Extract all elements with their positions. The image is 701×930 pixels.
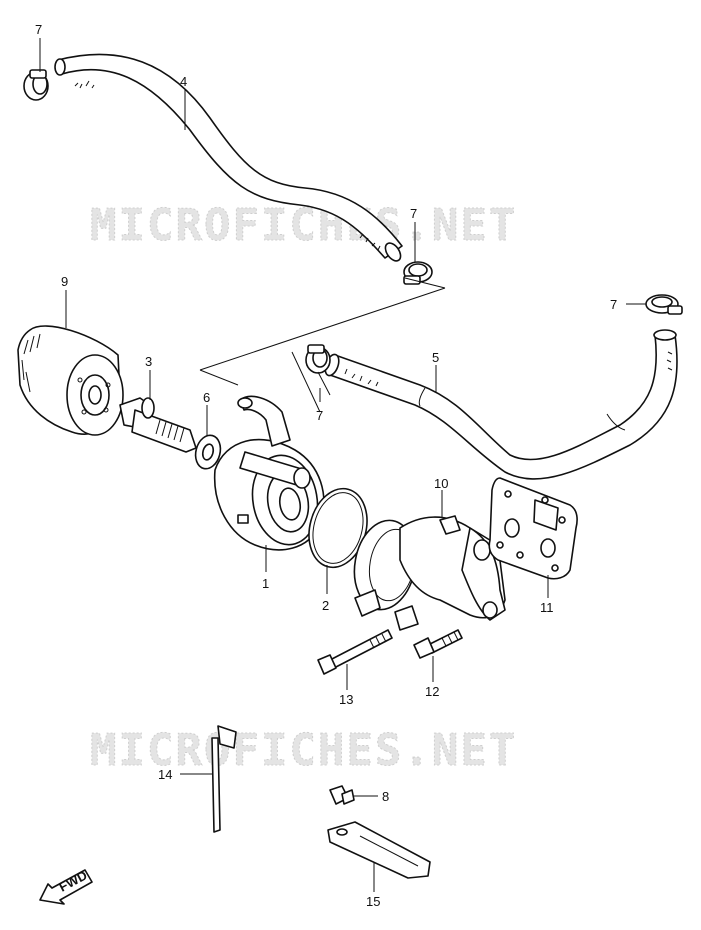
cover-10 [353, 515, 506, 631]
callout-5: 5 [432, 350, 439, 365]
leader-lines [39, 38, 646, 892]
guide-lines-upper [199, 277, 446, 386]
watermark-top: MICROFICHES.NET [90, 200, 517, 251]
oil-cooler-1 [213, 395, 325, 551]
clamp-7-a [23, 69, 49, 101]
guide-lines-mid [291, 351, 331, 413]
callout-7-a: 7 [35, 22, 42, 37]
watermark-bottom: MICROFICHES.NET [90, 725, 517, 776]
callout-3: 3 [145, 354, 152, 369]
callout-4: 4 [180, 74, 187, 89]
callout-7-b: 7 [410, 206, 417, 221]
callout-7-d: 7 [316, 408, 323, 423]
clamp-7-b [403, 261, 433, 285]
union-bolt-3 [119, 397, 197, 453]
clamp-7-c [645, 294, 683, 315]
callout-11: 11 [540, 600, 554, 615]
tie-band-14 [211, 725, 237, 833]
bracket-15 [327, 821, 431, 879]
callout-7-c: 7 [610, 297, 617, 312]
hose-4 [54, 53, 403, 262]
clamp-7-d [305, 344, 331, 374]
callout-8: 8 [382, 789, 389, 804]
fwd-arrow-icon: FWD [39, 868, 93, 905]
callout-6: 6 [203, 390, 210, 405]
callout-13: 13 [339, 692, 353, 707]
oil-filter-9 [17, 325, 124, 436]
o-ring-2 [308, 487, 368, 569]
hose-5 [324, 329, 678, 480]
callout-10: 10 [434, 476, 448, 491]
bolt-13 [317, 629, 393, 675]
callouts: 7 4 7 9 7 3 6 5 7 10 1 2 11 13 12 14 8 1… [35, 22, 617, 909]
bolt-12 [413, 629, 463, 659]
callout-9: 9 [61, 274, 68, 289]
callout-2: 2 [322, 598, 329, 613]
gasket-11 [488, 477, 578, 580]
callout-15: 15 [366, 894, 380, 909]
washer-6 [194, 434, 222, 470]
callout-1: 1 [262, 576, 269, 591]
bolt-8 [329, 785, 355, 805]
callout-14: 14 [158, 767, 172, 782]
callout-12: 12 [425, 684, 439, 699]
